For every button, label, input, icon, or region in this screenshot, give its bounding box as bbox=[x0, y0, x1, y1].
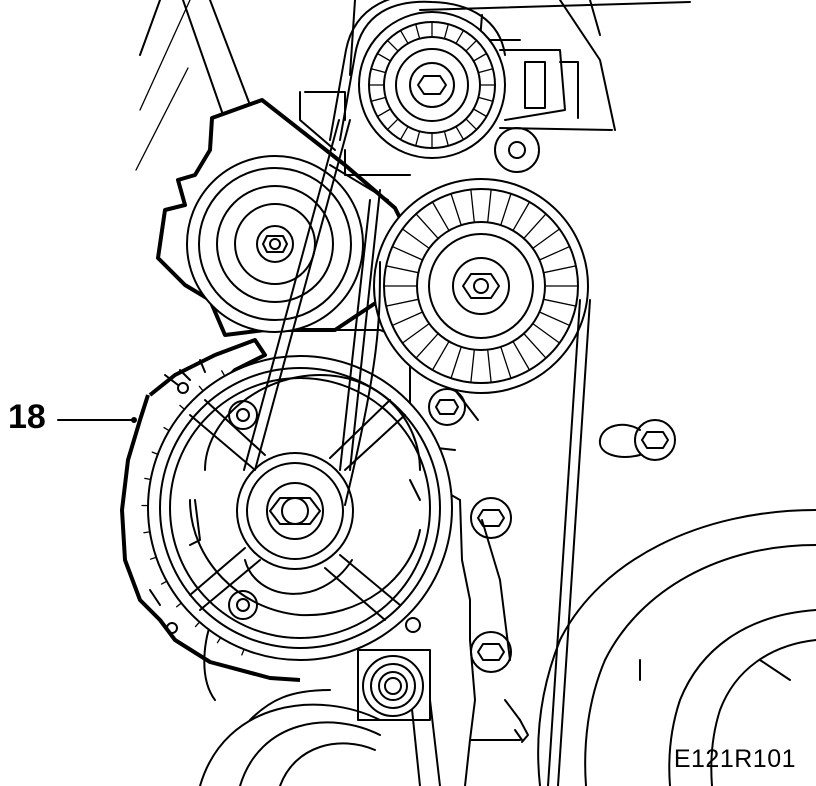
pulley-rib bbox=[385, 265, 420, 274]
pulley-rib bbox=[401, 228, 430, 250]
pulley-rib bbox=[386, 39, 399, 52]
pulley-rib bbox=[443, 23, 449, 40]
callout-leader bbox=[57, 417, 137, 423]
figure-code: E121R101 bbox=[673, 745, 796, 773]
pulley-rib bbox=[470, 188, 475, 224]
pulley-rib bbox=[487, 348, 492, 384]
pulley-rib bbox=[523, 213, 547, 240]
pulley-rib bbox=[370, 96, 387, 102]
pulley-rib bbox=[370, 68, 387, 74]
pulley-rib bbox=[477, 96, 494, 102]
pulley-rib bbox=[415, 213, 439, 240]
top-idler-pulley bbox=[358, 11, 540, 173]
crankshaft-pulley bbox=[537, 509, 816, 786]
pulley-rib bbox=[538, 245, 571, 261]
pulley-rib bbox=[399, 29, 409, 45]
pulley-rib bbox=[512, 201, 531, 232]
mounting-bolts bbox=[428, 388, 676, 673]
pulley-rib bbox=[465, 118, 478, 131]
pulley-rib bbox=[455, 29, 465, 45]
drive-belt bbox=[243, 0, 591, 786]
tensioner-bracket bbox=[156, 98, 407, 337]
pulley-rib bbox=[538, 311, 571, 327]
pulley-rib bbox=[385, 298, 420, 307]
pulley-rib bbox=[415, 130, 421, 147]
pulley-rib bbox=[401, 322, 430, 344]
pulley-rib bbox=[450, 193, 462, 226]
pulley-rib bbox=[532, 322, 561, 344]
bottom-idler bbox=[357, 617, 431, 721]
pulley-rib bbox=[376, 108, 392, 118]
pulley-rib bbox=[415, 332, 439, 359]
pulley-rib bbox=[500, 193, 512, 226]
pulley-rib bbox=[443, 130, 449, 147]
pulley-rib bbox=[472, 108, 488, 118]
pulley-rib bbox=[455, 125, 465, 141]
pulley-rib bbox=[376, 52, 392, 62]
pulley-rib bbox=[542, 298, 577, 307]
pulley-rib bbox=[415, 23, 421, 40]
pulley-rib bbox=[512, 340, 531, 371]
pulley-rib bbox=[465, 39, 478, 52]
pulley-rib bbox=[391, 245, 424, 261]
pulley-rib bbox=[470, 348, 475, 384]
pulley-rib bbox=[450, 346, 462, 379]
pulley-rib bbox=[532, 228, 561, 250]
pulley-rib bbox=[523, 332, 547, 359]
pulley-rib bbox=[542, 265, 577, 274]
callout-number: 18 bbox=[8, 398, 46, 436]
pulley-rib bbox=[399, 125, 409, 141]
ribbed-idler-pulley bbox=[373, 178, 589, 394]
pulley-rib bbox=[431, 201, 450, 232]
pulley-rib bbox=[386, 118, 399, 131]
water-pump-hub bbox=[236, 452, 354, 570]
pulley-rib bbox=[391, 311, 424, 327]
pulley-rib bbox=[487, 188, 492, 224]
pulley-rib bbox=[477, 68, 494, 74]
pulley-rib bbox=[500, 346, 512, 379]
pulley-rib bbox=[472, 52, 488, 62]
pulley-rib bbox=[431, 340, 450, 371]
tensioner-pulley bbox=[186, 155, 364, 333]
